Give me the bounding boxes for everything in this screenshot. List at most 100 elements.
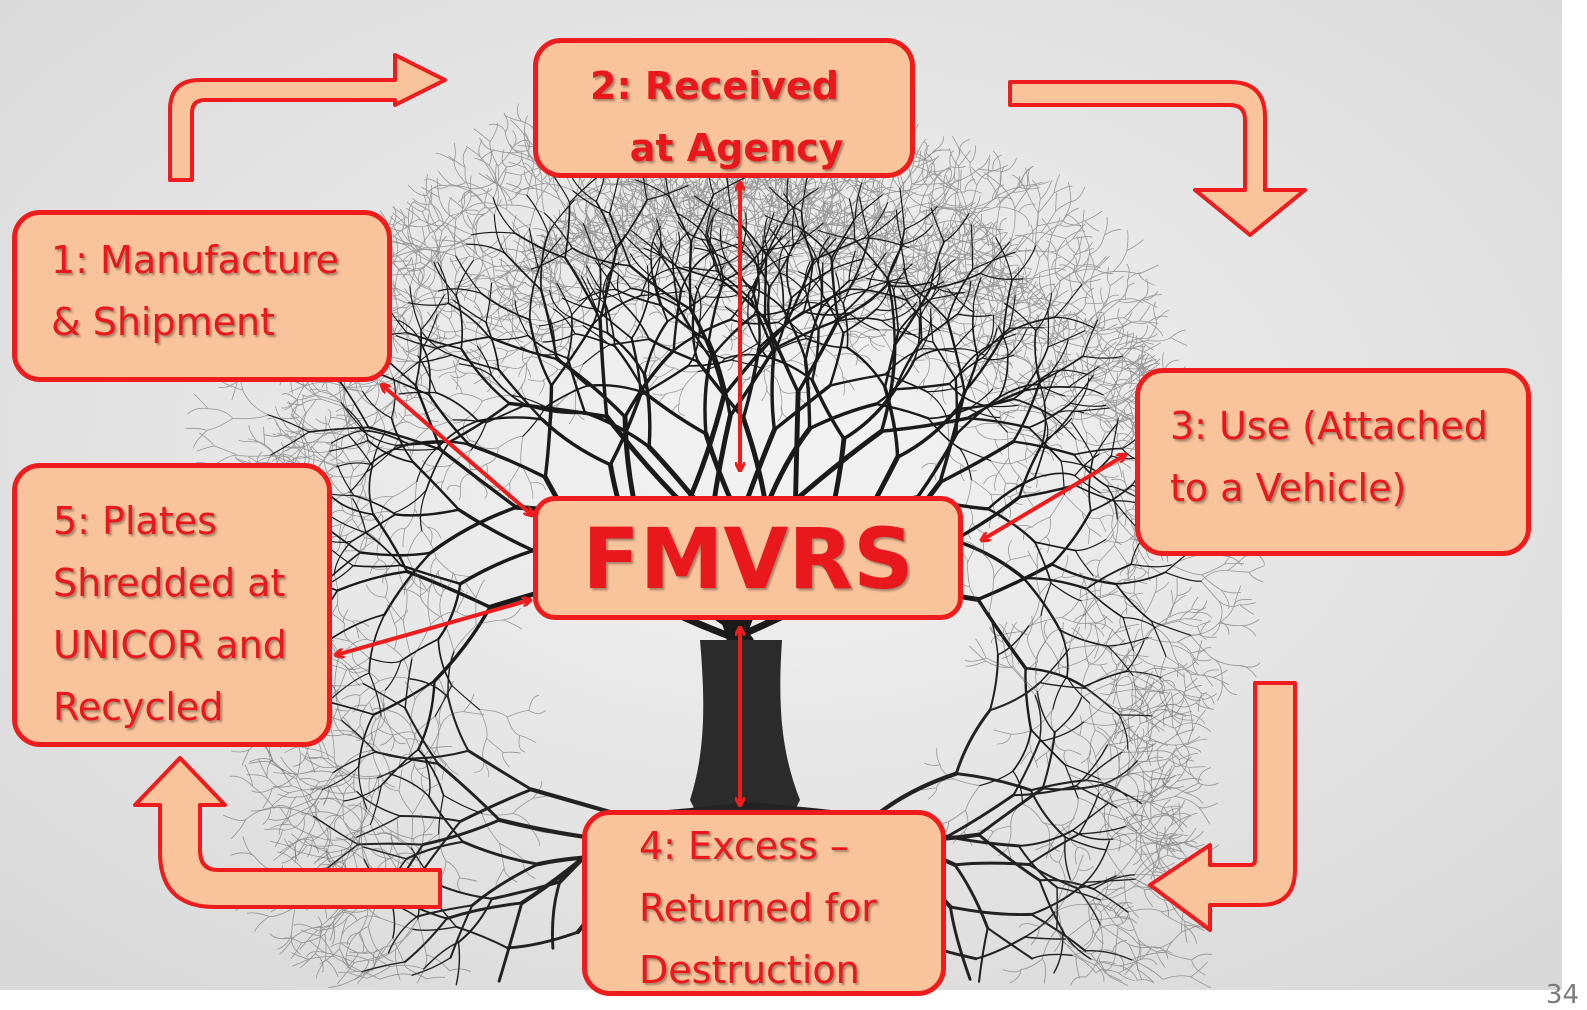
- tree-branch: [543, 255, 549, 274]
- tree-branch: [959, 335, 970, 347]
- tree-branch: [1249, 565, 1265, 573]
- tree-branch: [1118, 333, 1133, 339]
- tree-branch: [499, 842, 523, 860]
- tree-branch: [926, 391, 949, 421]
- tree-branch: [913, 222, 926, 239]
- tree-branch: [823, 182, 828, 198]
- tree-branch: [1218, 603, 1235, 624]
- tree-branch: [835, 252, 841, 274]
- tree-branch: [315, 418, 329, 425]
- tree-branch: [960, 463, 977, 472]
- tree-branch: [566, 254, 585, 266]
- tree-branch: [628, 215, 660, 232]
- tree-branch: [978, 168, 999, 172]
- tree-branch: [1109, 744, 1126, 752]
- tree-branch: [455, 196, 472, 220]
- tree-branch: [940, 288, 947, 307]
- tree-branch: [988, 297, 1008, 302]
- tree-branch: [534, 177, 539, 200]
- tree-branch: [1043, 381, 1058, 388]
- tree-branch: [429, 348, 447, 355]
- tree-branch: [401, 859, 420, 864]
- tree-branch: [995, 303, 999, 329]
- tree-branch: [964, 252, 988, 260]
- tree-branch: [763, 317, 800, 394]
- tree-branch: [356, 379, 378, 385]
- tree-branch: [858, 197, 876, 202]
- tree-branch: [879, 225, 887, 241]
- tree-branch: [508, 189, 522, 201]
- tree-branch: [923, 316, 935, 329]
- tree-branch: [1076, 236, 1081, 253]
- tree-branch: [623, 230, 638, 245]
- tree-branch: [1141, 290, 1159, 301]
- tree-branch: [996, 206, 1019, 213]
- tree-branch: [963, 305, 982, 312]
- tree-branch: [482, 202, 507, 210]
- tree-branch: [543, 276, 563, 299]
- tree-branch: [287, 432, 297, 447]
- tree-branch: [950, 224, 955, 240]
- tree-branch: [521, 345, 526, 365]
- tree-branch: [532, 781, 543, 799]
- tree-branch: [1039, 383, 1046, 399]
- tree-branch: [1051, 268, 1066, 271]
- tree-branch: [428, 191, 432, 212]
- tree-branch: [346, 657, 370, 671]
- tree-branch: [956, 192, 972, 226]
- tree-branch: [1128, 727, 1134, 745]
- tree-branch: [584, 218, 601, 224]
- tree-branch: [948, 365, 962, 379]
- tree-branch: [945, 191, 965, 203]
- tree-branch: [420, 262, 440, 276]
- tree-branch: [1132, 674, 1160, 692]
- tree-branch: [1082, 359, 1098, 372]
- tree-branch: [426, 195, 440, 221]
- tree-branch: [1023, 397, 1040, 411]
- tree-branch: [1087, 324, 1101, 336]
- tree-branch: [491, 243, 503, 258]
- tree-branch: [992, 285, 1007, 291]
- tree-branch: [1147, 337, 1171, 342]
- tree-branch: [685, 203, 704, 214]
- tree-branch: [1139, 358, 1157, 369]
- tree-branch: [805, 344, 816, 357]
- tree-branch: [272, 433, 288, 436]
- tree-branch: [678, 263, 696, 287]
- tree-branch: [1072, 223, 1086, 239]
- tree-branch: [635, 225, 643, 244]
- tree-branch: [1039, 394, 1056, 399]
- tree-branch: [898, 295, 904, 313]
- tree-branch: [371, 849, 390, 860]
- tree-branch: [913, 165, 935, 175]
- tree-branch: [436, 177, 440, 198]
- tree-branch: [1094, 255, 1107, 269]
- tree-branch: [712, 177, 721, 192]
- tree-branch: [1059, 201, 1072, 226]
- tree-branch: [390, 734, 395, 751]
- tree-branch: [495, 868, 505, 887]
- tree-branch: [473, 248, 500, 262]
- tree-branch: [874, 202, 878, 218]
- tree-branch: [1113, 675, 1128, 690]
- tree-branch: [1089, 702, 1096, 731]
- tree-branch: [358, 808, 368, 842]
- tree-branch: [512, 204, 545, 214]
- tree-branch: [711, 204, 727, 210]
- tree-branch: [1112, 713, 1122, 731]
- tree-branch: [924, 763, 941, 766]
- tree-branch: [394, 306, 408, 332]
- tree-branch: [624, 324, 635, 340]
- tree-branch: [503, 751, 521, 754]
- tree-branch: [382, 689, 386, 717]
- tree-branch: [961, 272, 975, 294]
- tree-branch: [632, 282, 645, 289]
- tree-branch: [1195, 723, 1211, 732]
- tree-branch: [491, 263, 516, 284]
- tree-branch: [946, 179, 963, 187]
- tree-branch: [1031, 358, 1041, 371]
- tree-branch: [1030, 224, 1034, 242]
- tree-branch: [1108, 392, 1135, 409]
- tree-branch: [649, 197, 654, 221]
- tree-branch: [845, 221, 864, 226]
